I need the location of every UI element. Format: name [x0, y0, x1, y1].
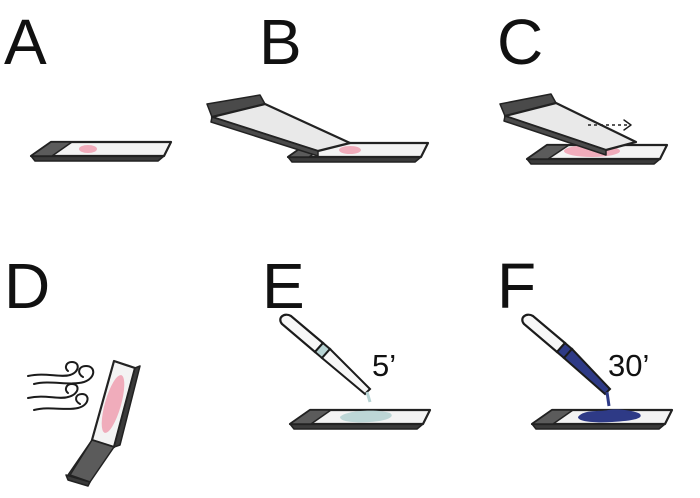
panel-b: B	[206, 6, 430, 163]
fixative-pool	[340, 410, 392, 423]
glass-slide	[288, 408, 432, 430]
spreader-slide	[499, 93, 638, 156]
glass-slide	[530, 408, 674, 430]
drying-slide	[65, 359, 141, 487]
staining-time: 30’	[608, 348, 649, 383]
panel-c-letter: C	[497, 6, 543, 78]
air-dry-wind-icon	[27, 361, 95, 411]
panel-f: F 30’	[497, 250, 674, 430]
panel-d-letter: D	[4, 250, 50, 322]
panel-e: E 5’	[262, 250, 432, 430]
panel-a-letter: A	[4, 6, 47, 78]
incubation-time: 5’	[372, 348, 396, 383]
dropper-pipette	[279, 313, 372, 403]
panel-a: A	[4, 6, 173, 162]
spreader-slide	[206, 94, 352, 157]
blood-smear	[101, 375, 125, 433]
panel-f-letter: F	[497, 250, 536, 322]
spread-direction-arrow	[588, 119, 632, 131]
panel-d: D	[4, 250, 141, 487]
glass-slide	[29, 140, 173, 162]
panel-c: C	[497, 6, 669, 165]
blood-drop	[339, 146, 361, 154]
dropper-pipette	[521, 313, 612, 407]
stain-pool	[578, 409, 641, 423]
blood-drop	[79, 145, 97, 153]
panel-e-letter: E	[262, 250, 305, 322]
panel-b-letter: B	[259, 6, 302, 78]
